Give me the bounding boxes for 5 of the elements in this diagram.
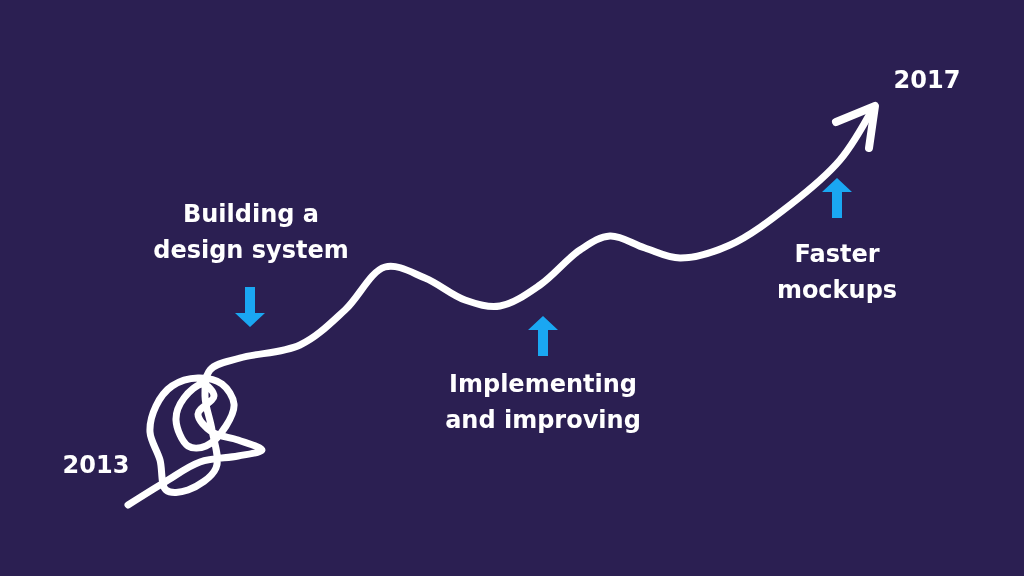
year-label: 2017 bbox=[892, 65, 962, 96]
milestone-label: Faster mockups bbox=[775, 239, 899, 306]
milestone-label: Implementing and improving bbox=[444, 369, 642, 436]
milestone-label: Building a design system bbox=[152, 199, 350, 266]
year-label: 2013 bbox=[61, 450, 131, 481]
